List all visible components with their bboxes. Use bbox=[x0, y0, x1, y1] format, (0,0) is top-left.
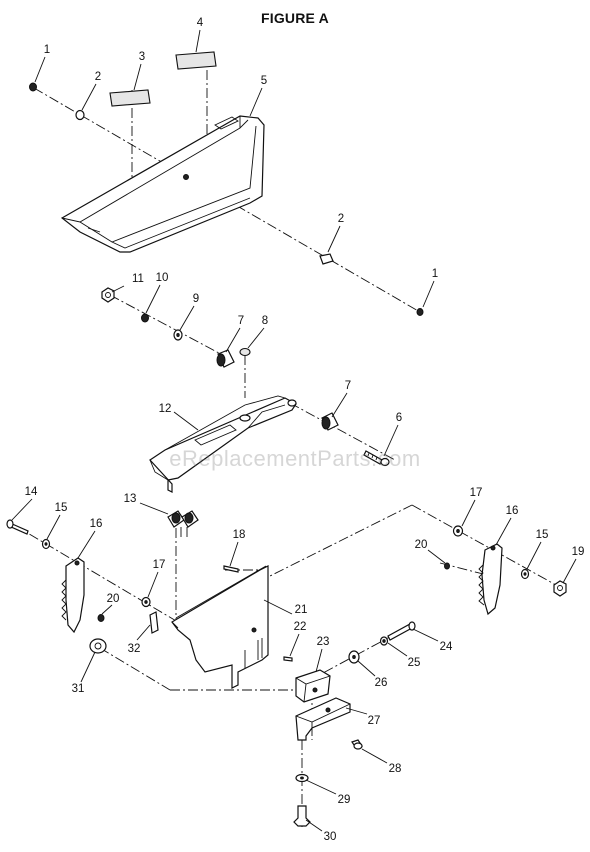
part-number: 9 bbox=[193, 293, 199, 305]
support-arm-part-12 bbox=[149, 395, 297, 493]
pin-part-32 bbox=[149, 611, 159, 634]
part-number: 5 bbox=[261, 75, 267, 87]
part-number: 1 bbox=[432, 268, 438, 280]
bracket-part-27 bbox=[295, 697, 351, 741]
nut-part-1-top bbox=[29, 82, 37, 92]
spacer-part-17-right bbox=[452, 525, 464, 537]
part-number: 29 bbox=[338, 794, 351, 806]
part-number: 1 bbox=[44, 44, 50, 56]
lockwasher-part-10 bbox=[141, 313, 149, 323]
part-number: 22 bbox=[294, 621, 307, 633]
part-number: 26 bbox=[375, 677, 388, 689]
pin-part-18 bbox=[223, 565, 239, 573]
spring-part-20-left bbox=[97, 614, 105, 622]
nut-part-11 bbox=[101, 287, 115, 303]
screw-part-22 bbox=[283, 656, 293, 662]
part-number: 15 bbox=[536, 529, 549, 541]
washer-part-15-right bbox=[520, 568, 530, 580]
part-number: 32 bbox=[128, 643, 141, 655]
part-number: 7 bbox=[238, 315, 244, 327]
part-number: 24 bbox=[440, 641, 453, 653]
cap-part-8 bbox=[239, 347, 251, 357]
figure-title: FIGURE A bbox=[261, 10, 329, 26]
part-number: 11 bbox=[132, 273, 144, 285]
bushing-part-7-right bbox=[321, 412, 339, 431]
part-number: 18 bbox=[233, 529, 246, 541]
spring-bracket-part-13 bbox=[167, 510, 199, 537]
leader-lines bbox=[11, 29, 577, 832]
part-number: 25 bbox=[408, 657, 421, 669]
part-number: 30 bbox=[324, 831, 337, 843]
label-plate-part-3 bbox=[109, 89, 151, 107]
screw-part-24 bbox=[387, 621, 416, 641]
part-number: 28 bbox=[389, 763, 402, 775]
part-number: 16 bbox=[506, 505, 519, 517]
spacer-part-17-left bbox=[141, 596, 151, 608]
blade-guard-part-5 bbox=[60, 115, 265, 253]
spreader-part-21 bbox=[171, 565, 269, 689]
part-number: 7 bbox=[345, 380, 351, 392]
block-part-23 bbox=[295, 669, 331, 703]
part-number: 23 bbox=[317, 636, 330, 648]
part-number: 20 bbox=[415, 539, 428, 551]
screw-part-14 bbox=[6, 519, 29, 535]
nut-part-1-right bbox=[416, 308, 424, 316]
part-number: 8 bbox=[262, 315, 268, 327]
part-number: 20 bbox=[107, 593, 120, 605]
anti-kickback-pawl-part-16-right bbox=[478, 543, 503, 616]
part-number: 17 bbox=[470, 487, 483, 499]
washer-part-29 bbox=[295, 773, 309, 783]
part-number: 15 bbox=[55, 502, 68, 514]
part-number: 31 bbox=[72, 683, 85, 695]
spring-part-20-right bbox=[444, 562, 450, 570]
part-number: 21 bbox=[295, 604, 308, 616]
washer-part-9 bbox=[173, 329, 183, 341]
part-numbers: 1 2 3 4 5 2 1 11 10 9 7 8 12 7 6 14 15 1… bbox=[25, 17, 585, 843]
part-number: 4 bbox=[197, 17, 204, 29]
part-number: 16 bbox=[90, 518, 103, 530]
part-number: 14 bbox=[25, 486, 38, 498]
part-number: 3 bbox=[139, 51, 145, 63]
lockwasher-part-25 bbox=[379, 636, 389, 646]
label-plate-part-4 bbox=[175, 51, 217, 70]
centerlines bbox=[13, 70, 566, 830]
anti-kickback-pawl-part-16-left bbox=[61, 557, 85, 634]
washer-part-26 bbox=[348, 650, 360, 664]
part-number: 2 bbox=[338, 213, 344, 225]
nut-part-31 bbox=[89, 638, 107, 654]
part-number: 27 bbox=[368, 715, 381, 727]
part-number: 17 bbox=[153, 559, 166, 571]
washer-part-15-left bbox=[41, 538, 51, 550]
knob-part-30 bbox=[293, 805, 311, 827]
screw-part-2-right bbox=[319, 253, 334, 265]
bolt-part-28 bbox=[351, 739, 363, 750]
screw-part-2-top bbox=[75, 109, 85, 121]
part-number: 10 bbox=[156, 272, 169, 284]
part-number: 19 bbox=[572, 546, 585, 558]
bolt-part-6 bbox=[363, 450, 390, 467]
bushing-part-7-left bbox=[216, 349, 235, 368]
part-number: 2 bbox=[95, 71, 101, 83]
part-number: 6 bbox=[396, 412, 402, 424]
part-number: 12 bbox=[159, 403, 172, 415]
part-number: 13 bbox=[124, 493, 137, 505]
nut-part-19 bbox=[553, 580, 567, 597]
